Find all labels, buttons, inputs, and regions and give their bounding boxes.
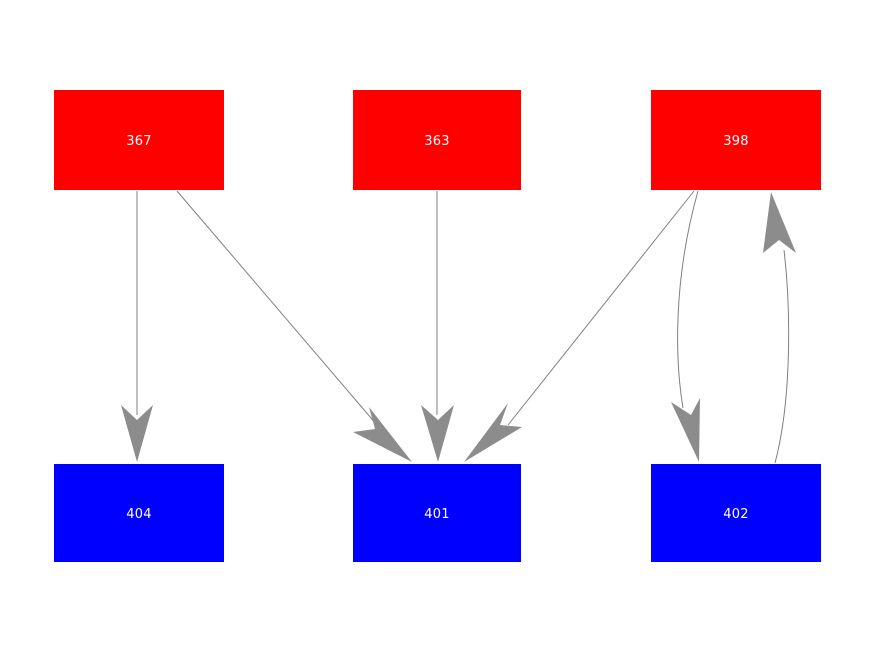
node-398-label: 398 [723,133,749,149]
edge-398-to-402-line [677,190,699,409]
edge-398-to-402 [671,190,700,462]
edge-398-to-401 [464,190,695,462]
node-401[interactable]: 401 [353,464,521,562]
edge-363-to-401 [421,191,454,462]
node-402-label: 402 [723,506,749,522]
edge-367-to-401-arrowhead [353,407,412,462]
edge-398-to-402-arrowhead [671,398,700,462]
node-401-label: 401 [424,506,450,522]
edge-402-to-398-line [774,249,790,464]
node-363[interactable]: 363 [353,90,521,190]
node-367-label: 367 [126,133,152,149]
node-398[interactable]: 398 [651,90,821,190]
edge-363-to-401-arrowhead [421,405,454,462]
edge-367-to-404 [121,191,153,462]
node-402[interactable]: 402 [651,464,821,562]
edge-398-to-401-line [507,190,695,426]
node-404-label: 404 [126,506,152,522]
edge-402-to-398 [763,192,796,464]
node-363-label: 363 [424,133,450,149]
edge-367-to-401-line [176,190,378,426]
edge-367-to-404-arrowhead [121,405,153,462]
node-404[interactable]: 404 [54,464,224,562]
node-367[interactable]: 367 [54,90,224,190]
edge-367-to-401 [176,190,412,462]
edge-398-to-401-arrowhead [464,403,522,462]
edge-402-to-398-arrowhead [763,192,796,253]
